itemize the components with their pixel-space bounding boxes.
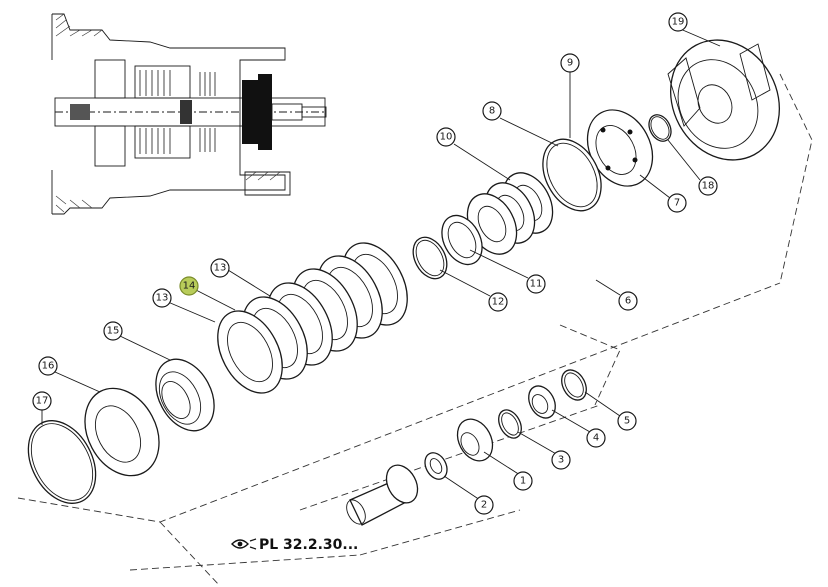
part-piston <box>586 109 654 187</box>
leader-lines <box>41 27 721 501</box>
part-clutch-disc-stack <box>217 242 408 394</box>
part-input-shaft <box>346 464 419 526</box>
part-snap-ring-small <box>412 236 448 280</box>
callout-16[interactable]: 16 <box>38 356 58 376</box>
svg-text:17: 17 <box>36 396 49 407</box>
eye-key-icon <box>231 538 257 550</box>
assembly-boundary <box>17 73 813 587</box>
part-washer-5 <box>561 369 587 401</box>
callout-19[interactable]: 19 <box>668 12 688 32</box>
svg-text:2: 2 <box>481 500 487 511</box>
callout-2[interactable]: 2 <box>474 495 494 515</box>
part-spring-retainer <box>441 214 483 266</box>
callout-3[interactable]: 3 <box>551 450 571 470</box>
svg-text:9: 9 <box>567 58 573 69</box>
svg-text:18: 18 <box>702 181 715 192</box>
svg-text:19: 19 <box>672 17 685 28</box>
part-spring-washers <box>466 172 554 255</box>
svg-text:10: 10 <box>440 132 453 143</box>
cross-reference-text: PL 32.2.30... <box>259 537 358 553</box>
callout-7[interactable]: 7 <box>667 193 687 213</box>
svg-text:13: 13 <box>214 263 227 274</box>
svg-text:7: 7 <box>674 198 680 209</box>
svg-text:1: 1 <box>520 476 526 487</box>
callout-1[interactable]: 1 <box>513 471 533 491</box>
svg-text:5: 5 <box>624 416 630 427</box>
callout-4[interactable]: 4 <box>586 428 606 448</box>
callout-17[interactable]: 17 <box>32 391 52 411</box>
callout-13-lower[interactable]: 13 <box>152 288 172 308</box>
svg-text:11: 11 <box>530 279 543 290</box>
part-carrier-plate <box>84 387 160 477</box>
cross-reference-link[interactable]: PL 32.2.30... <box>231 537 358 553</box>
svg-text:14: 14 <box>183 281 196 292</box>
callout-18[interactable]: 18 <box>698 176 718 196</box>
callout-6[interactable]: 6 <box>618 291 638 311</box>
svg-text:12: 12 <box>492 297 505 308</box>
part-clutch-hub <box>155 358 215 432</box>
callout-10[interactable]: 10 <box>436 127 456 147</box>
callout-11[interactable]: 11 <box>526 274 546 294</box>
callout-5[interactable]: 5 <box>617 411 637 431</box>
svg-text:16: 16 <box>42 361 55 372</box>
part-gear-1 <box>456 418 494 462</box>
callout-8[interactable]: 8 <box>482 101 502 121</box>
section-inset <box>51 13 327 215</box>
callout-14[interactable]: 14 <box>179 276 199 296</box>
clutch-pack-section <box>242 74 272 150</box>
callout-15[interactable]: 15 <box>103 321 123 341</box>
callout-13-upper[interactable]: 13 <box>210 258 230 278</box>
callout-12[interactable]: 12 <box>488 292 508 312</box>
svg-text:3: 3 <box>558 455 564 466</box>
svg-text:6: 6 <box>625 296 631 307</box>
part-snap-ring-large <box>27 420 97 504</box>
part-ring-3 <box>498 409 522 439</box>
svg-text:4: 4 <box>593 433 599 444</box>
part-bearing-2 <box>424 452 448 480</box>
callout-9[interactable]: 9 <box>560 53 580 73</box>
svg-text:15: 15 <box>107 326 120 337</box>
svg-text:13: 13 <box>156 293 169 304</box>
svg-text:8: 8 <box>489 106 495 117</box>
part-drum-housing <box>667 39 781 161</box>
part-bearing-4 <box>528 385 556 419</box>
